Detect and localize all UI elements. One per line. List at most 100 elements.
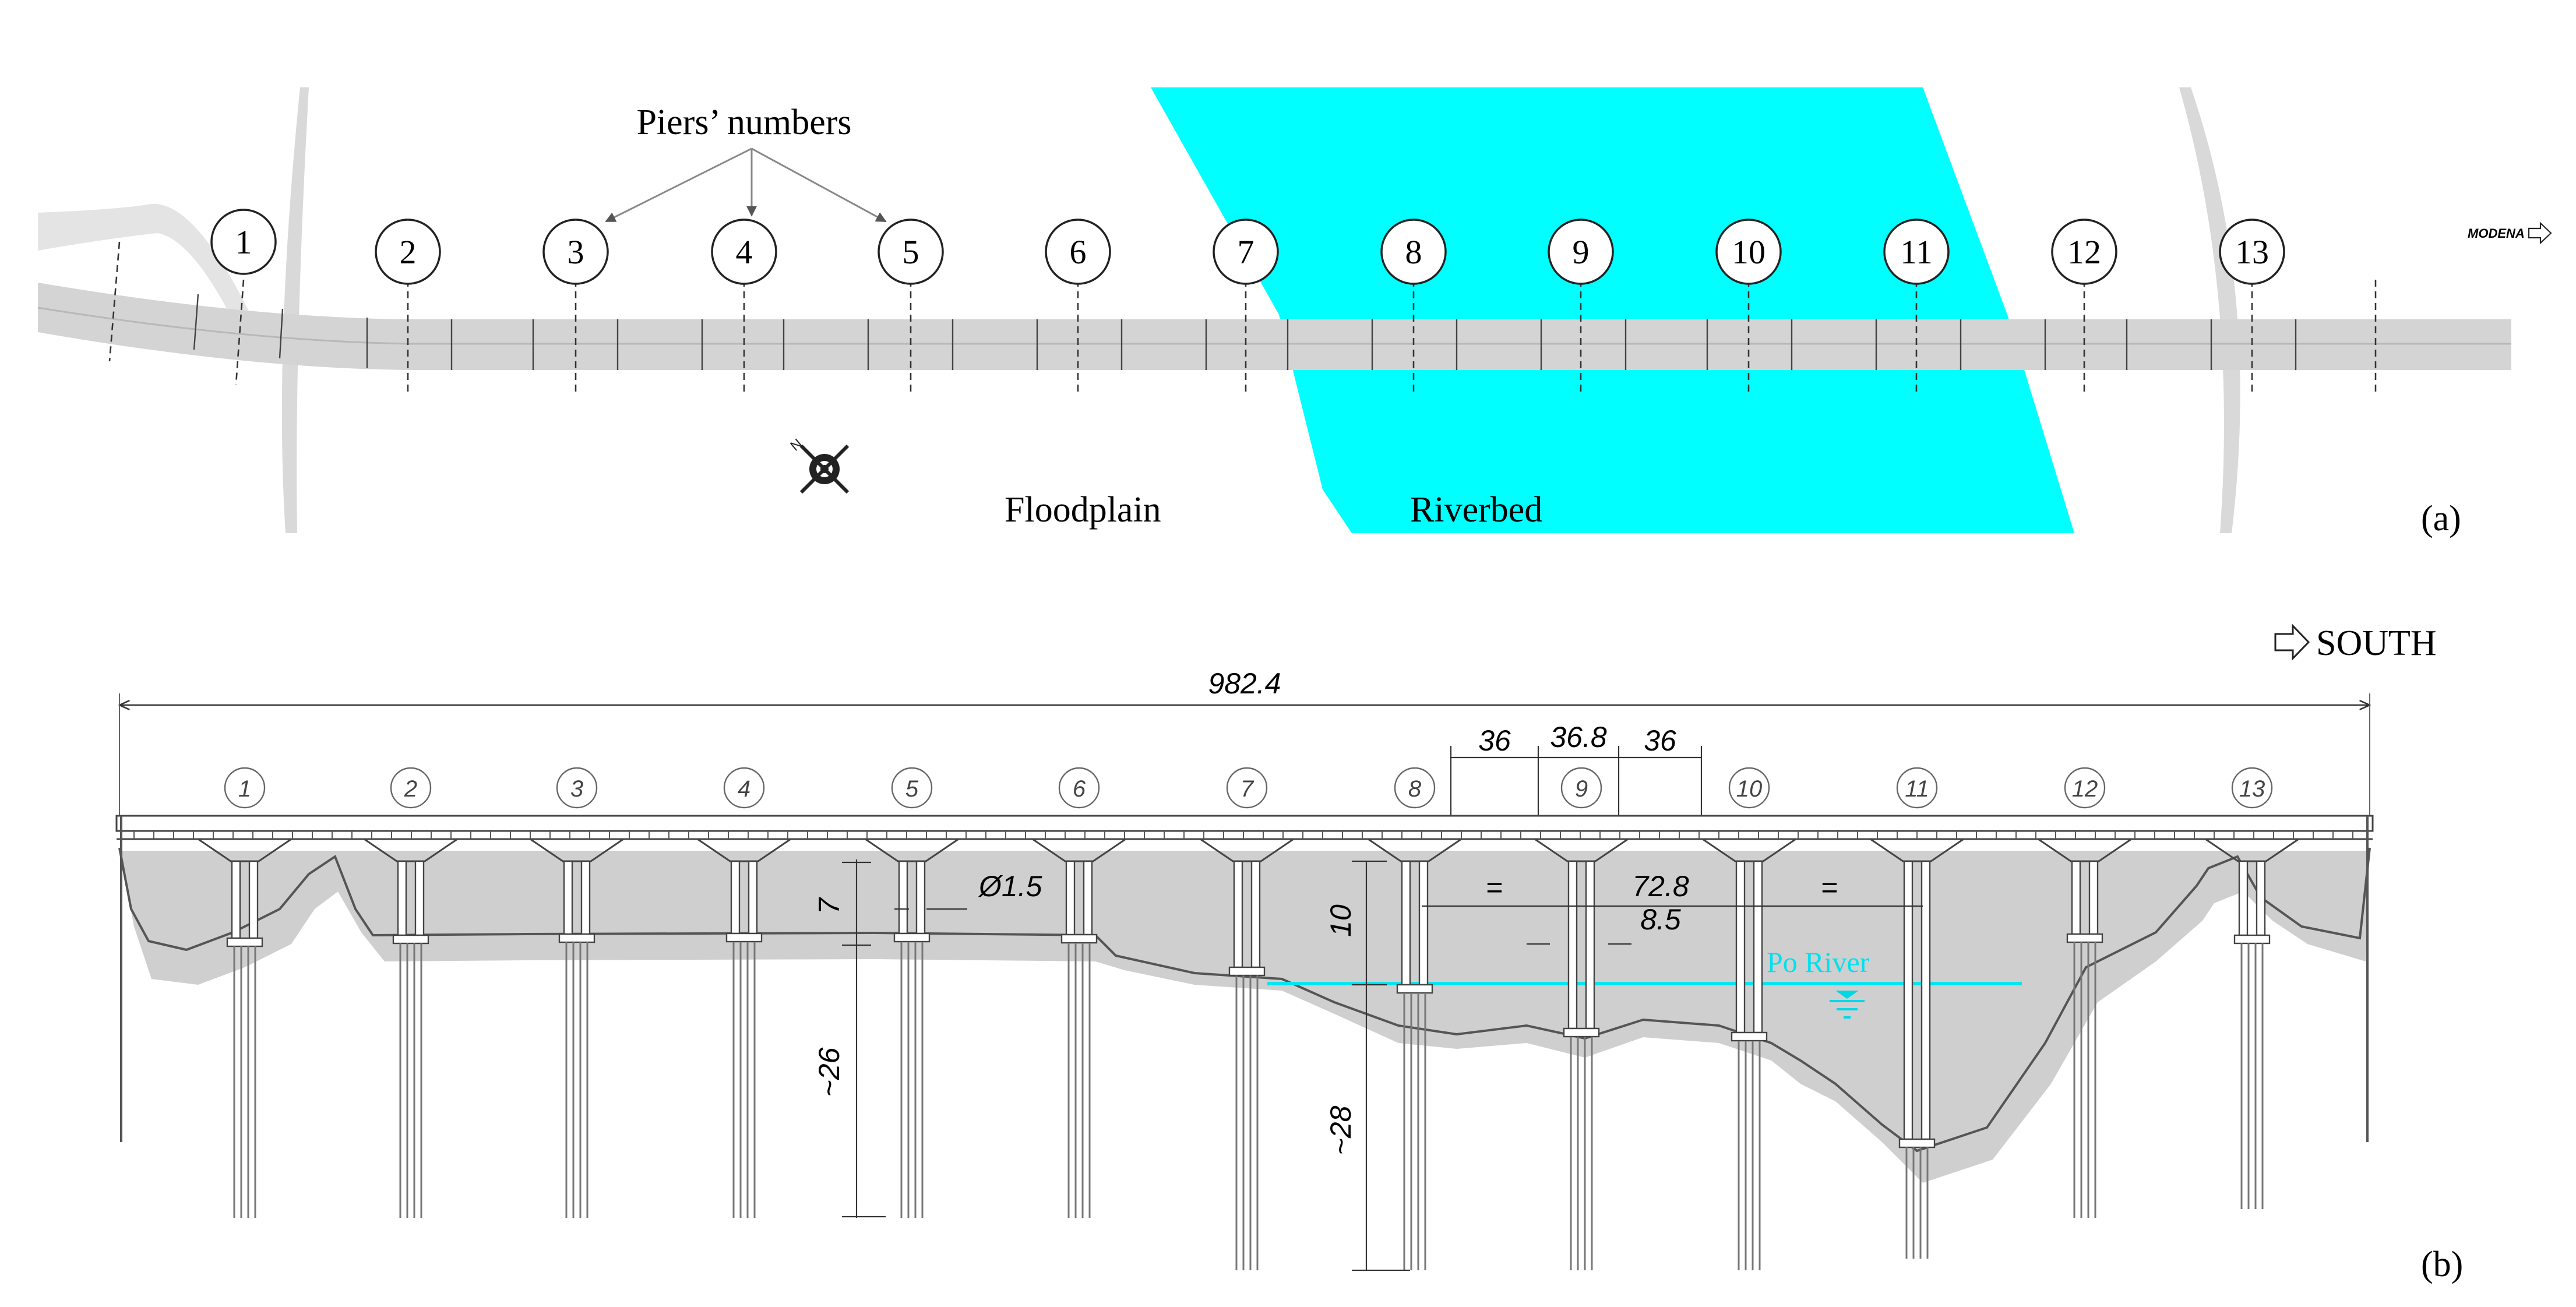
pier-height-dim: 7 [813,897,845,914]
plan-pier-number: 7 [1238,233,1254,271]
elevation-pier [697,838,791,1218]
elevation-pier-number: 3 [570,776,583,802]
deck-girder [115,815,2374,840]
plan-pier-number: 1 [235,223,252,261]
plan-pier-circle: 10 [1715,219,1782,285]
main-span-dim: 72.8 [1632,870,1689,903]
plan-pier-circle: 6 [1045,219,1111,285]
riverbed-label: Riverbed [1410,490,1542,530]
water-level-icon [1830,1000,1865,1019]
plan-pier-number: 10 [1732,233,1766,271]
elevation-pier-number: 12 [2072,776,2098,802]
elevation-pier [2038,838,2132,1218]
plan-pier-circle: 5 [878,219,944,285]
elevation-pier-circle: 4 [723,767,765,809]
plan-pier-circle: 13 [2219,219,2285,285]
height-10-dimension [1352,860,1410,1271]
elevation-pier-number: 1 [238,776,251,802]
pile-26-dim: ~26 [813,1047,845,1097]
elevation-pier [1702,838,1796,1270]
pier-diameter-dim: Ø1.5 [978,870,1042,903]
elevation-pier [198,838,292,1218]
elevation-pier-circle: 5 [891,767,933,809]
plan-pier-number: 2 [400,233,417,271]
elevation-pier-number: 9 [1575,776,1588,802]
elevation-pier-circle: 1 [224,767,266,809]
left-road [281,87,309,533]
pier-axes [108,241,2377,396]
bridge-deck [38,283,2511,370]
elevation-piers [198,838,2299,1270]
modena-direction: MODENA [2468,221,2552,245]
elevation-pier-circle: 6 [1058,767,1100,809]
plan-pier-circle: 3 [542,219,609,285]
plan-pier-number: 5 [903,233,919,271]
plan-pier-number: 12 [2067,233,2101,271]
elevation-pier-number: 11 [1905,776,1929,802]
plan-pier-circle: 4 [711,219,777,285]
plan-pier-number: 3 [568,233,584,271]
elevation-pier [1032,838,1126,1218]
elevation-pier [2205,838,2299,1209]
right-road [2179,87,2240,533]
plan-pier-number: 11 [1900,233,1933,271]
svg-text:MODENA: MODENA [2468,226,2525,241]
elevation-pier-circle: 11 [1896,767,1938,809]
height-10-dim: 10 [1324,904,1357,937]
elevation-pier-circle: 7 [1226,767,1268,809]
plan-pier-circle: 9 [1548,219,1614,285]
river-band [1151,87,2074,533]
plan-pier-circle: 12 [2051,219,2117,285]
elevation-pier-circle: 13 [2231,767,2273,809]
total-length-dimension: 982.4 [119,667,2370,822]
plan-pier-number: 13 [2235,233,2269,271]
pile-spacing-dim: 8.5 [1640,903,1681,936]
elevation-pier-circle: 3 [556,767,598,809]
south-direction: SOUTH [2274,623,2437,663]
elevation-pier [1534,838,1629,1270]
elevation-pier-number: 4 [738,776,750,802]
plan-pier-circle: 2 [375,219,441,285]
plan-pier-circle: 7 [1213,219,1279,285]
elevation-pier-number: 7 [1241,776,1254,802]
eq-right-dim: = [1821,871,1838,904]
elevation-pier [530,838,624,1218]
ground-shadow [119,851,2370,1183]
deck-joints [193,294,2297,370]
span-left-dim: 36 [1478,724,1511,757]
abutments [120,816,2369,1142]
svg-text:N: N [788,436,806,455]
plan-pier-number: 8 [1405,233,1422,271]
plan-pier-number: 6 [1070,233,1087,271]
panel-b-label: (b) [2421,1245,2463,1284]
pile-28-dim: ~28 [1324,1105,1357,1155]
elevation-pier-circle: 8 [1394,767,1436,809]
elevation-pier-circle: 2 [390,767,432,809]
elevation-pier [1368,838,1462,1270]
piers-pointer-arrows [605,147,887,223]
floodplain-label: Floodplain [1005,490,1161,530]
left-ramp [38,203,256,326]
piers-numbers-label: Piers’ numbers [636,103,851,142]
span-dimensions [1450,746,1703,822]
elevation-pier-number: 10 [1736,776,1763,802]
eq-left-dim: = [1486,871,1503,904]
span-mid-dim: 36.8 [1550,721,1607,753]
elevation-pier [865,838,959,1218]
main-span-dimension [1422,905,1923,945]
po-river-label: Po River [1767,946,1870,978]
elevation-pier [364,838,458,1218]
svg-text:982.4: 982.4 [1208,667,1281,700]
elevation-pier-number: 6 [1073,776,1086,802]
plan-pier-number: 4 [736,233,753,271]
elevation-pier-number: 8 [1408,776,1422,802]
elevation-pier [1870,838,1964,1259]
elevation-pier-circle: 12 [2064,767,2106,809]
plan-pier-circle: 1 [210,209,277,275]
elevation-pier [1200,838,1294,1270]
span-right-dim: 36 [1644,724,1676,757]
plan-pier-circle: 8 [1380,219,1447,285]
